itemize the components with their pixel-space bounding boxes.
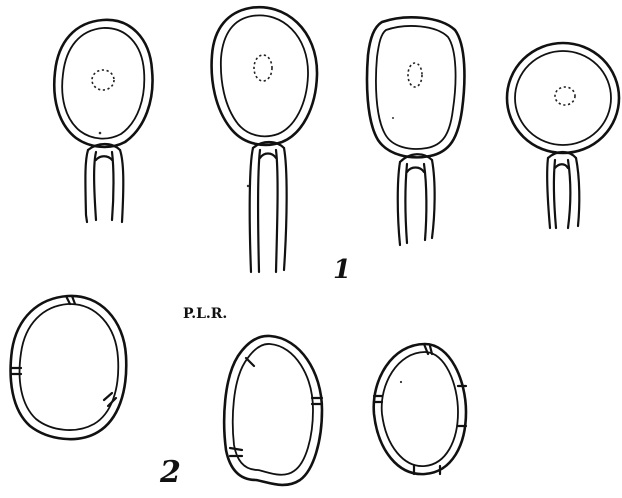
cell-wall-outer (54, 20, 152, 147)
figure-2: 2 (11, 296, 466, 490)
stalked-cell-4 (507, 43, 619, 228)
cell-wall-inner (515, 51, 611, 145)
nucleus (408, 63, 422, 87)
cell-wall-inner (221, 15, 308, 136)
artist-initials: P.L.R. (183, 306, 227, 322)
stalked-cell-3 (367, 17, 464, 245)
empty-cell-2 (224, 336, 322, 485)
cell-wall-outer (507, 43, 619, 153)
cell-wall-outer (11, 296, 127, 439)
cell-wall-inner (233, 344, 313, 475)
cell-wall-outer (212, 7, 317, 145)
cell-wall-inner (20, 304, 119, 430)
cell-wall-outer (224, 336, 322, 485)
stalk (85, 144, 123, 222)
stalked-cell-1 (54, 20, 152, 222)
stalk (250, 142, 287, 272)
nucleus (254, 55, 272, 81)
figure-1-label: 1 (333, 255, 351, 285)
nucleus (555, 87, 575, 105)
stalk (398, 154, 435, 245)
cell-wall-inner (376, 26, 456, 149)
nucleus (92, 70, 114, 90)
empty-cell-1 (11, 296, 127, 439)
cell-wall-outer (374, 344, 466, 474)
figure-2-label: 2 (159, 455, 181, 490)
empty-cell-3 (374, 344, 466, 474)
stalk (547, 152, 579, 228)
stalked-cell-2 (212, 7, 317, 272)
cell-wall-inner (62, 28, 144, 139)
figure-1: 1 (54, 7, 619, 285)
cell-wall-inner (382, 352, 458, 466)
